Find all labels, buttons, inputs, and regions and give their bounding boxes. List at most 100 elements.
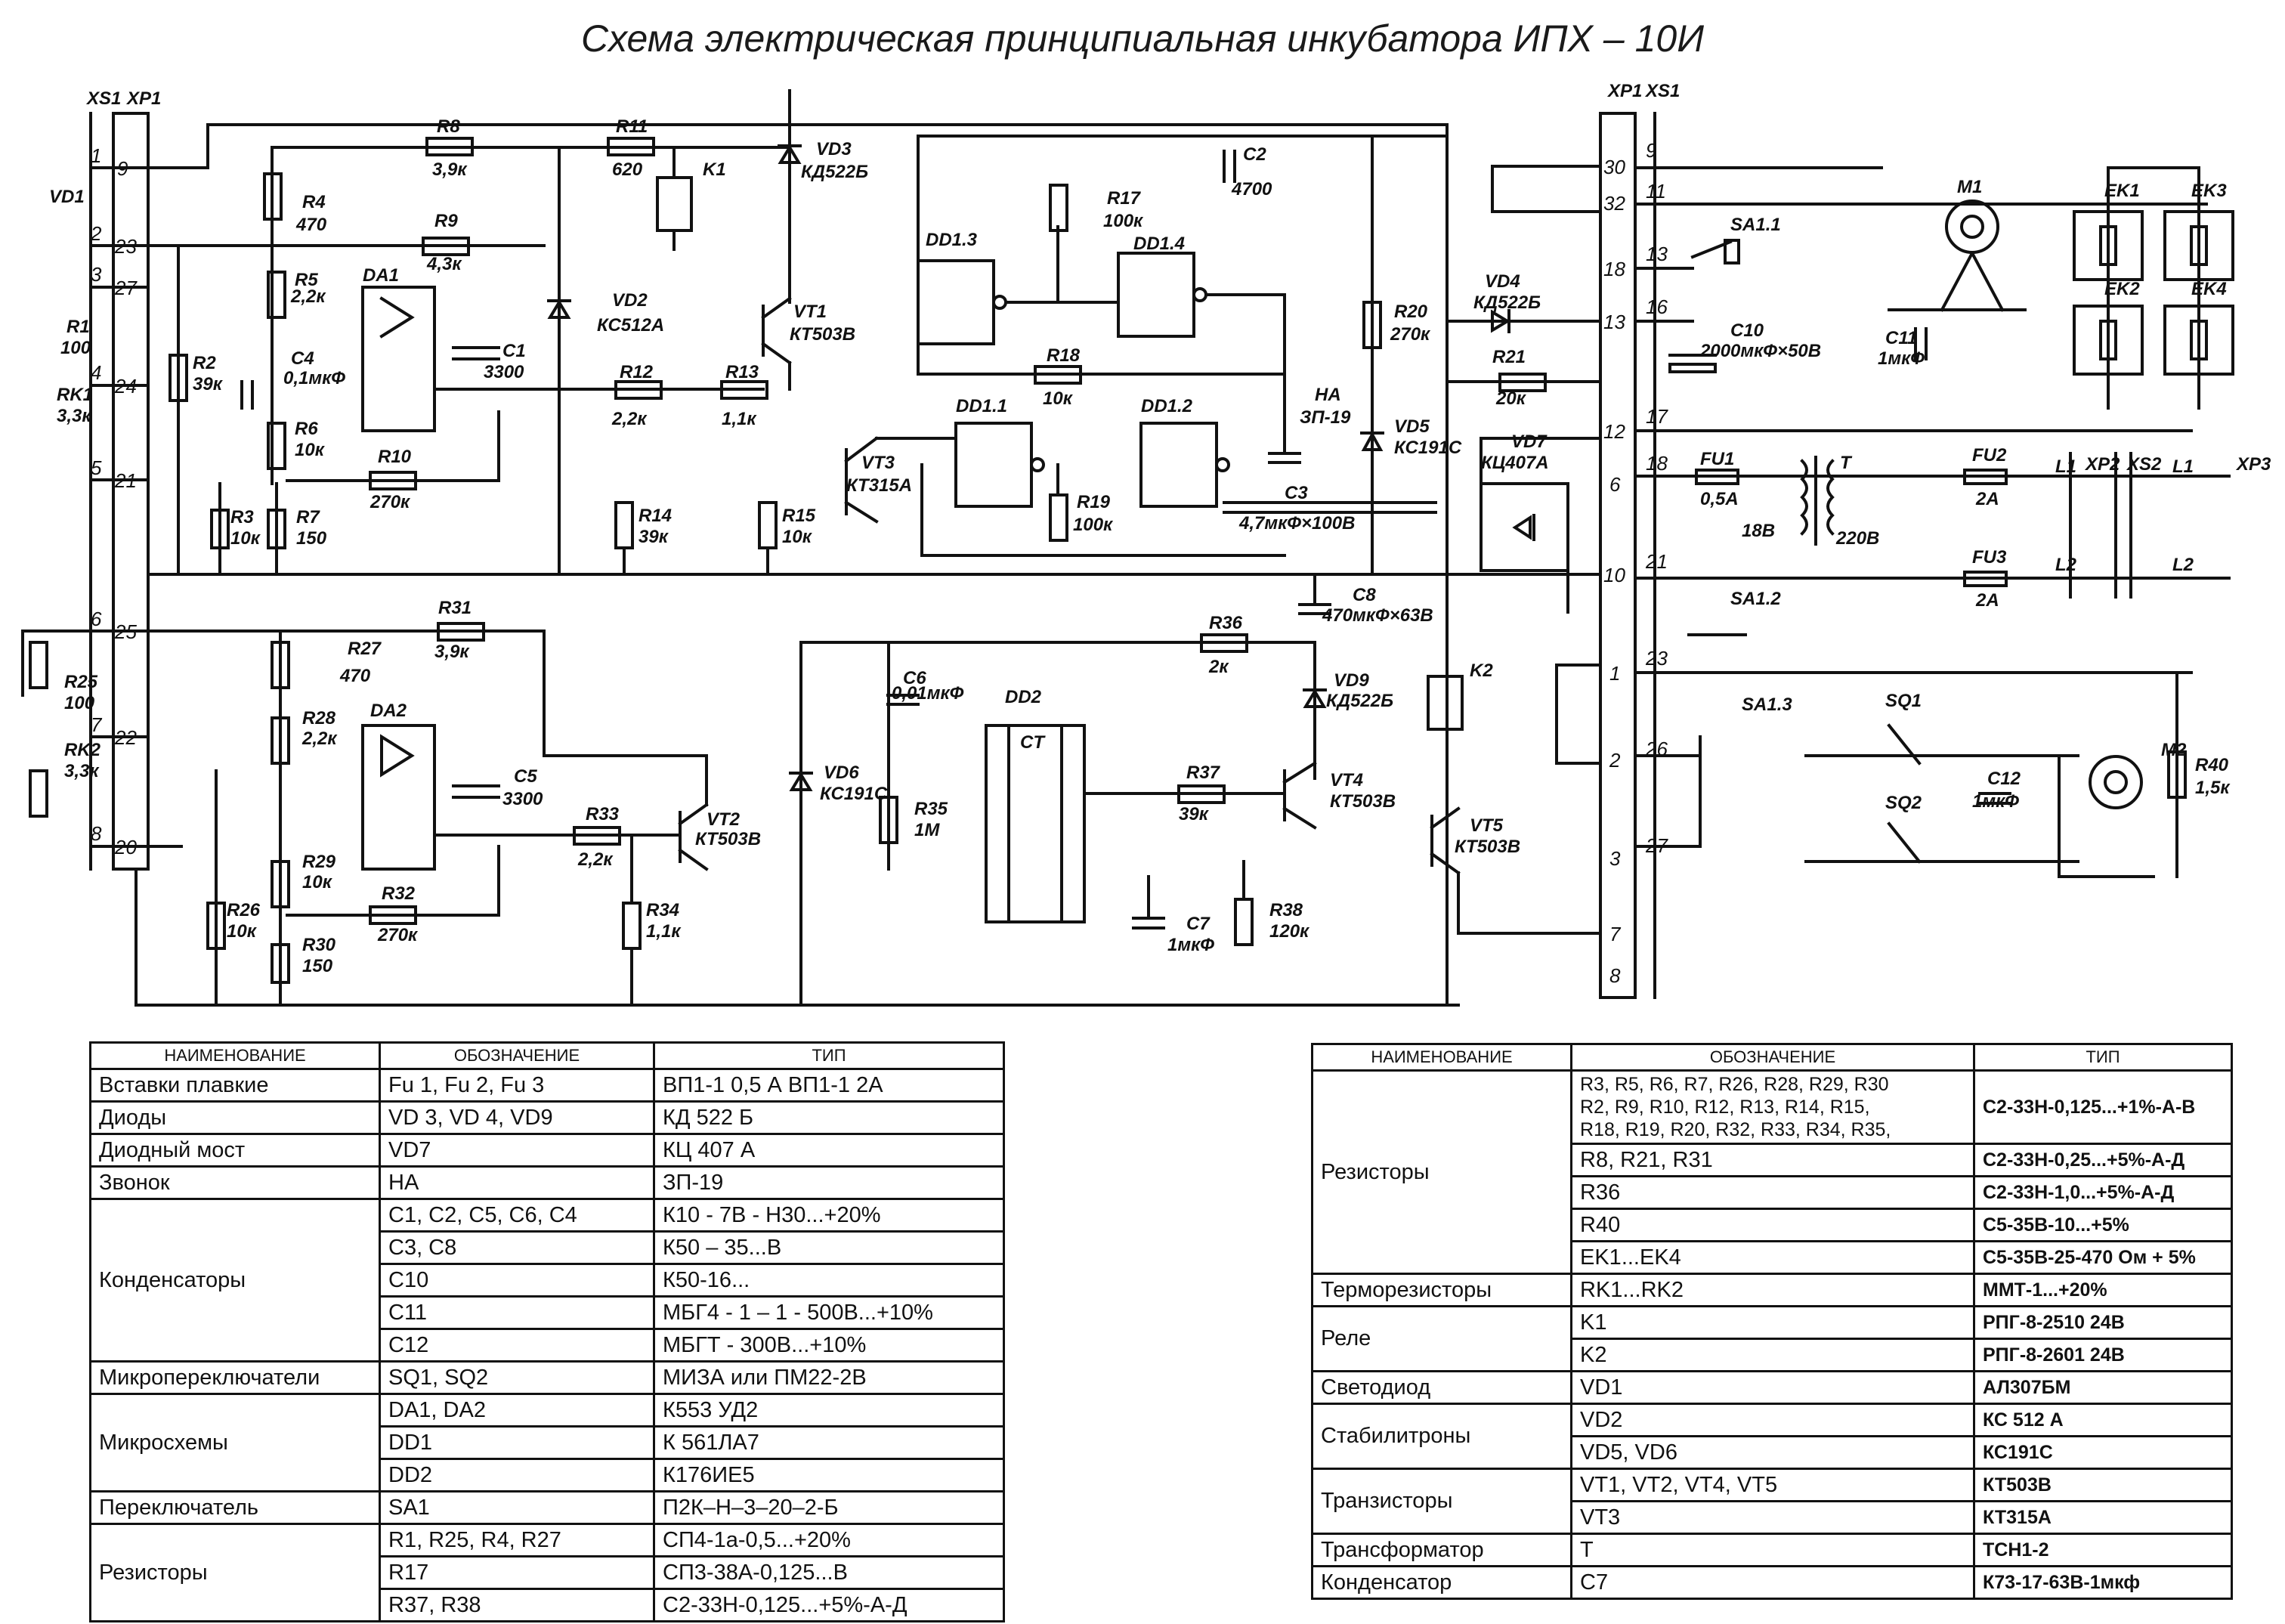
label-fu1-value: 0,5А — [1700, 489, 1739, 509]
bom-left-des: VD7 — [379, 1133, 655, 1168]
bom-left-type: МБГ4 - 1 – 1 - 500В...+10% — [653, 1295, 1005, 1330]
bom-right-name: Терморезисторы — [1311, 1273, 1572, 1307]
right-wire-17: 17 — [1646, 405, 1668, 428]
bom-left-type: КЦ 407 А — [653, 1133, 1005, 1168]
bom-left-name: Диоды — [89, 1100, 381, 1135]
bom-left-des: C1, C2, C5, C6, C4 — [379, 1198, 655, 1233]
label-r20: R20 — [1394, 302, 1428, 322]
schematic-title: Схема электрическая принципиальная инкуб… — [581, 17, 1704, 60]
left-pin-25: 25 — [114, 620, 137, 643]
bom-left-name: Резисторы — [89, 1523, 381, 1622]
label-dd13: DD1.3 — [926, 230, 978, 250]
label-c3: C3 — [1285, 483, 1308, 503]
left-pin-9: 9 — [117, 157, 128, 180]
right-wire-11: 11 — [1646, 180, 1666, 203]
label-xp2: XP2 — [2084, 454, 2120, 475]
label-r1: R1 — [66, 317, 90, 337]
bom-right-type: С5-35В-25-470 Ом + 5% — [1973, 1240, 2233, 1275]
bom-left-des: DD1 — [379, 1425, 655, 1460]
left-wire-8: 8 — [91, 822, 102, 845]
right-pin-18: 18 — [1603, 258, 1625, 280]
label-ek1: EK1 — [2104, 181, 2140, 201]
left-wire-4: 4 — [91, 361, 101, 384]
label-l1-b: L1 — [2172, 456, 2194, 477]
bom-right-name: Реле — [1311, 1305, 1572, 1372]
bom-right-type: С5-35В-10...+5% — [1973, 1208, 2233, 1242]
left-pin-20: 20 — [114, 836, 137, 858]
bom-left-type: К 561ЛА7 — [653, 1425, 1005, 1460]
label-r2: R2 — [193, 353, 216, 373]
label-k1: K1 — [703, 159, 726, 180]
bom-left-name: Микропереключатели — [89, 1360, 381, 1395]
bom-left-des: C3, C8 — [379, 1230, 655, 1265]
label-vt3-value: КТ315А — [846, 475, 912, 496]
label-vd3: VD3 — [816, 139, 852, 159]
label-r8-value: 3,9к — [432, 159, 468, 180]
label-r6: R6 — [295, 419, 318, 439]
right-pin-32: 32 — [1603, 192, 1625, 215]
label-r14-value: 39к — [639, 527, 669, 547]
label-r21-value: 20к — [1495, 388, 1527, 409]
label-r40: R40 — [2195, 755, 2229, 775]
bom-right-des: VD5, VD6 — [1570, 1435, 1975, 1470]
bom-left-type: КД 522 Б — [653, 1100, 1005, 1135]
label-r9-value: 4,3к — [426, 254, 462, 274]
table-row: Светодиод VD1 АЛ307БМ — [1311, 1370, 2233, 1405]
label-r10-value: 270к — [369, 492, 411, 512]
bom-right-type: РПГ-8-2510 24В — [1973, 1305, 2233, 1340]
bom-left-des: R17 — [379, 1555, 655, 1590]
bom-right-name: Резисторы — [1311, 1069, 1572, 1275]
label-r31-value: 3,9к — [434, 642, 470, 662]
bom-left-des: DD2 — [379, 1458, 655, 1493]
label-r8: R8 — [437, 116, 460, 137]
label-r26-value: 10к — [227, 921, 258, 942]
label-r19-value: 100к — [1073, 515, 1114, 535]
bom-right-des: VT1, VT2, VT4, VT5 — [1570, 1468, 1975, 1502]
label-dd14: DD1.4 — [1133, 234, 1185, 254]
label-t-secondary: 18В — [1742, 521, 1775, 541]
label-c6-value: 0,01мкФ — [892, 683, 964, 704]
bom-left-type: К50-16... — [653, 1263, 1005, 1298]
left-wire-7: 7 — [91, 713, 103, 736]
label-r6-value: 10к — [295, 440, 326, 460]
label-fu2: FU2 — [1972, 445, 2007, 466]
bom-right-des: R8, R21, R31 — [1570, 1143, 1975, 1177]
left-pin-24: 24 — [114, 375, 137, 397]
label-rk1: RK1 — [57, 385, 93, 405]
resistor-list-line: R3, R5, R6, R7, R26, R28, R29, R30 — [1580, 1074, 1889, 1095]
label-r3: R3 — [230, 507, 254, 527]
label-r15-value: 10к — [782, 527, 813, 547]
right-wire-21: 21 — [1645, 550, 1668, 573]
label-c7-value: 1мкФ — [1167, 935, 1214, 955]
label-vd7-value: КЦ407А — [1481, 453, 1549, 473]
label-r32: R32 — [382, 883, 416, 904]
label-fu3: FU3 — [1972, 547, 2007, 568]
table-row: C10 К50-16... — [91, 1263, 1005, 1298]
left-pin-23: 23 — [114, 235, 137, 258]
right-pin-1: 1 — [1609, 662, 1620, 685]
label-r9: R9 — [434, 211, 458, 231]
bom-right-name: Светодиод — [1311, 1370, 1572, 1405]
bom-right-des: VT3 — [1570, 1500, 1975, 1535]
label-xs1-left: XS1 — [85, 88, 121, 109]
right-pin-6: 6 — [1609, 473, 1621, 496]
bom-left-type: С2-33Н-0,125...+5%-А-Д — [653, 1588, 1005, 1622]
label-fu1: FU1 — [1700, 449, 1734, 469]
label-c8-value: 470мкФ×63В — [1322, 605, 1433, 626]
bom-left-type: П2К–Н–3–20–2-Б — [653, 1490, 1005, 1525]
table-row: VD5, VD6 КС191С — [1313, 1435, 2233, 1470]
table-row: Транзисторы VT1, VT2, VT4, VT5 КТ503В — [1311, 1468, 2233, 1535]
right-pin-3: 3 — [1609, 847, 1621, 870]
bom-left-des: R37, R38 — [379, 1588, 655, 1622]
bom-right-type: ТСН1-2 — [1973, 1533, 2233, 1567]
label-m2: M2 — [2161, 740, 2187, 760]
table-row: C3, C8 К50 – 35...В — [91, 1230, 1005, 1265]
table-row: R37, R38 С2-33Н-0,125...+5%-А-Д — [91, 1588, 1005, 1622]
label-r13: R13 — [725, 362, 759, 382]
table-row: Терморезисторы RK1...RK2 ММТ-1...+20% — [1311, 1273, 2233, 1307]
bom-right-des: VD1 — [1570, 1370, 1975, 1405]
label-r19: R19 — [1077, 492, 1111, 512]
label-xs2: XS2 — [2126, 454, 2162, 475]
bom-left-type: МИЗА или ПМ22-2В — [653, 1360, 1005, 1395]
label-r28: R28 — [302, 708, 336, 728]
